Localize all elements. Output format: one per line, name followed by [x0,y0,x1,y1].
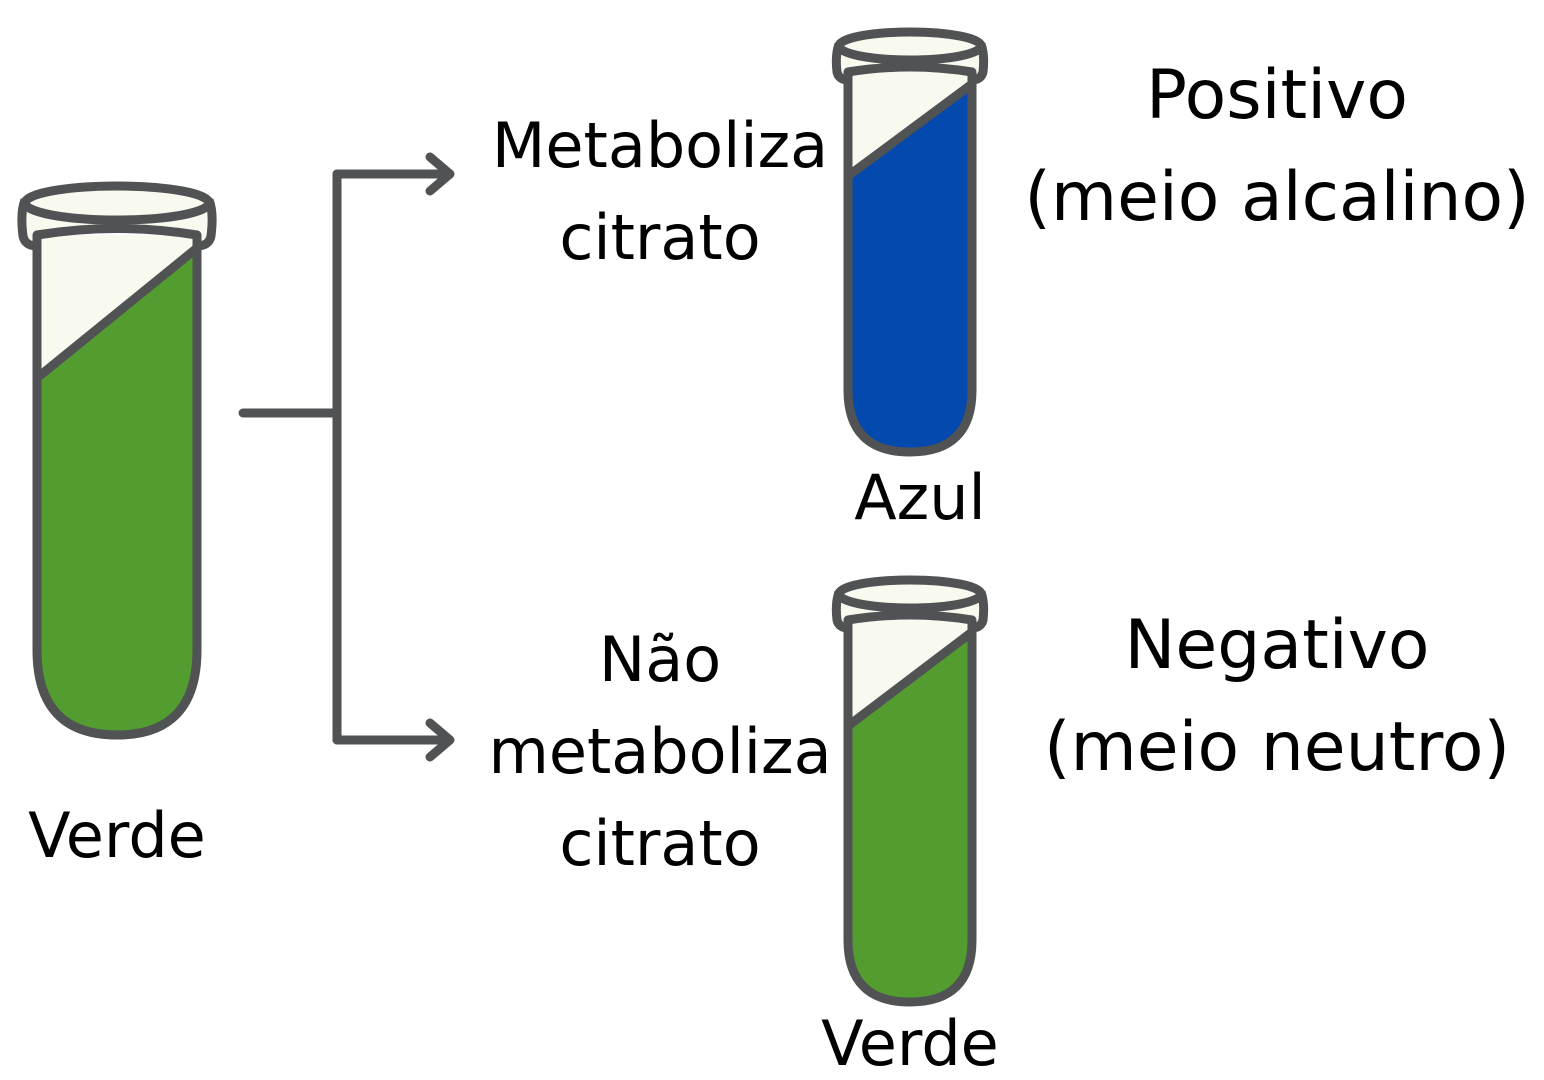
positive-test-tube [831,27,989,457]
negative-step-line-2: metaboliza [488,714,832,788]
negative-tube-slant-line [843,627,977,731]
negative-result-line-1: Negativo [1124,606,1430,685]
positive-result-line-2: (meio alcalino) [1024,158,1530,237]
negative-tube-opening [834,575,986,613]
positive-result-line-1: Positivo [1146,56,1408,135]
negative-step-line-3: citrato [559,806,761,880]
source-tube-slant-line [32,243,202,383]
negative-tube-liquid [848,632,972,1002]
negative-test-tube [831,575,989,1007]
negative-tube-body-outline [843,615,977,1007]
source-tube-liquid [37,248,197,735]
negative-result-label: Negativo (meio neutro) [1010,595,1544,799]
branch-connector [238,152,455,762]
source-tube-opening [20,181,214,225]
negative-tube-caption: Verde [821,1007,999,1080]
positive-step-label: Metaboliza citrato [470,100,850,284]
positive-result-label: Positivo (meio alcalino) [1010,45,1544,249]
source-tube-body-outline [32,230,202,740]
positive-tube-body-outline [843,67,977,457]
positive-step-line-2: citrato [559,200,761,274]
positive-tube-slant-line [843,79,977,181]
source-tube-caption: Verde [28,799,206,872]
arrow-head-positive [425,152,455,196]
positive-step-line-1: Metaboliza [491,109,829,182]
source-test-tube [17,181,217,740]
positive-tube-caption: Azul [854,461,986,534]
negative-result-line-2: (meio neutro) [1043,708,1510,787]
negative-step-line-1: Não [598,623,722,696]
arrow-head-negative [425,718,455,762]
positive-tube-liquid [848,84,972,452]
negative-step-label: Não metaboliza citrato [470,614,850,889]
positive-tube-opening [834,27,986,65]
